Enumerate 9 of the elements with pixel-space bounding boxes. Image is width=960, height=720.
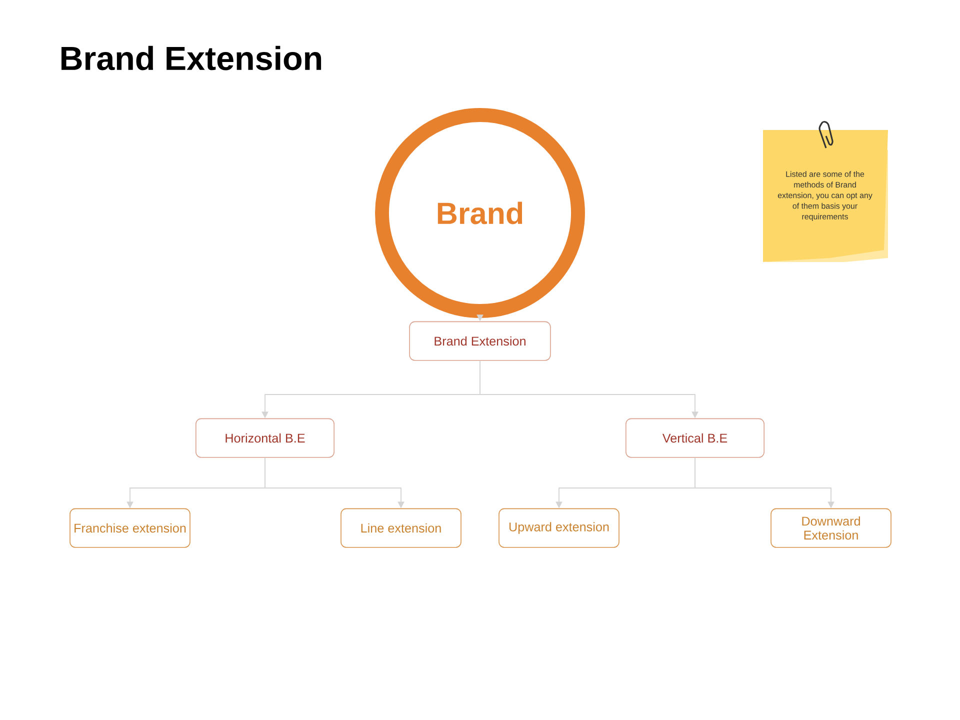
process-box: Vertical B.E bbox=[626, 418, 764, 458]
process-box: Upward extension bbox=[498, 508, 620, 548]
process-box: Horizontal B.E bbox=[196, 418, 334, 458]
process-box: Brand Extension bbox=[409, 321, 551, 361]
brand-ring: Brand bbox=[375, 108, 585, 318]
process-box: Downward Extension bbox=[770, 508, 892, 548]
process-box: Franchise extension bbox=[70, 508, 190, 548]
process-box: Line extension bbox=[340, 508, 462, 548]
title: Brand Extension bbox=[62, 46, 322, 70]
